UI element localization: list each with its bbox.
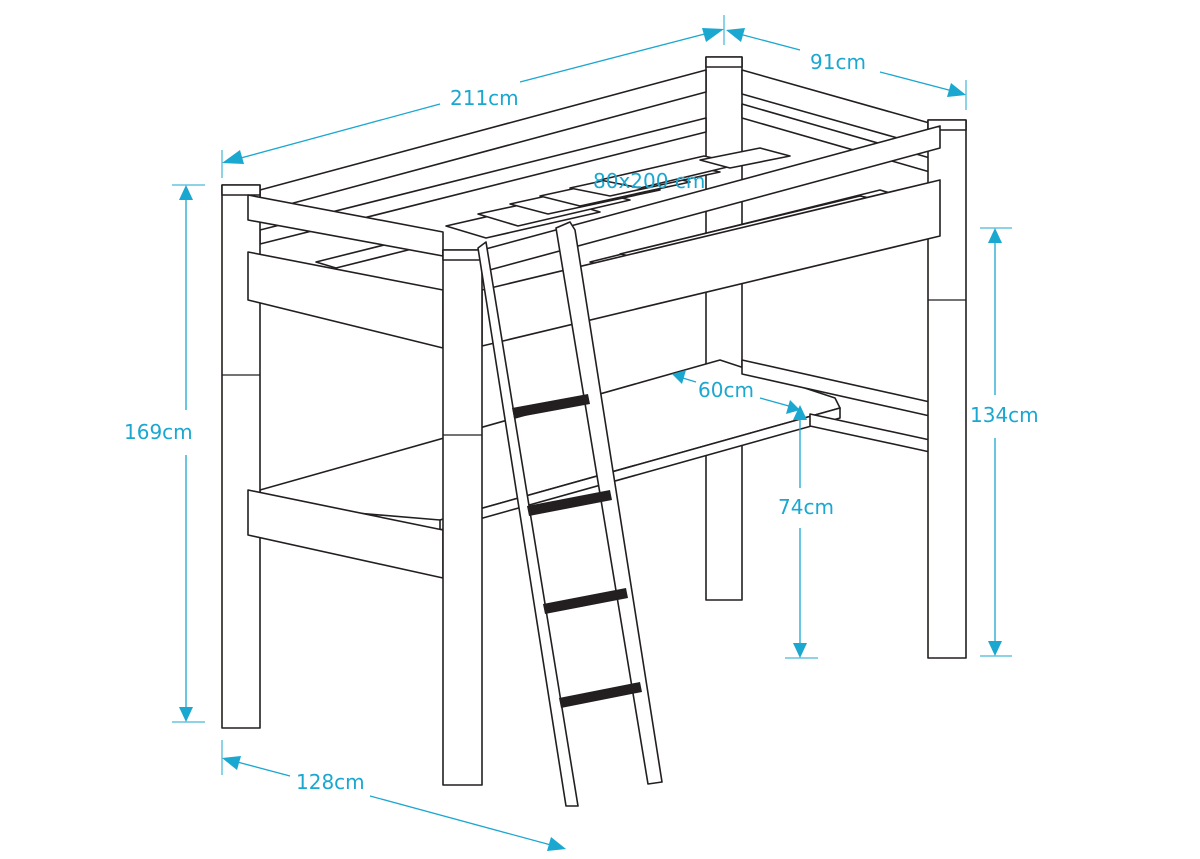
dimension-169 xyxy=(172,184,205,723)
dimension-134 xyxy=(980,227,1012,657)
side-height-label: 134cm xyxy=(970,403,1039,427)
back-left-post xyxy=(705,56,743,601)
mattress-label: 80x200 cm xyxy=(593,169,706,193)
front-left-post xyxy=(221,184,261,729)
total-height-label: 169cm xyxy=(124,420,193,444)
dimension-128 xyxy=(221,740,566,851)
dimension-74 xyxy=(785,405,818,659)
width-label: 91cm xyxy=(810,50,866,74)
dimension-60 xyxy=(672,370,800,414)
dimension-211 xyxy=(221,15,725,178)
front-right-post xyxy=(442,249,483,786)
ladder xyxy=(477,221,663,807)
desk-height-label: 74cm xyxy=(778,495,834,519)
length-label: 211cm xyxy=(450,86,519,110)
desk-top xyxy=(259,359,841,531)
desk-depth-label: 60cm xyxy=(698,378,754,402)
ladder-footprint-label: 128cm xyxy=(296,770,365,794)
dimension-91 xyxy=(726,28,967,110)
